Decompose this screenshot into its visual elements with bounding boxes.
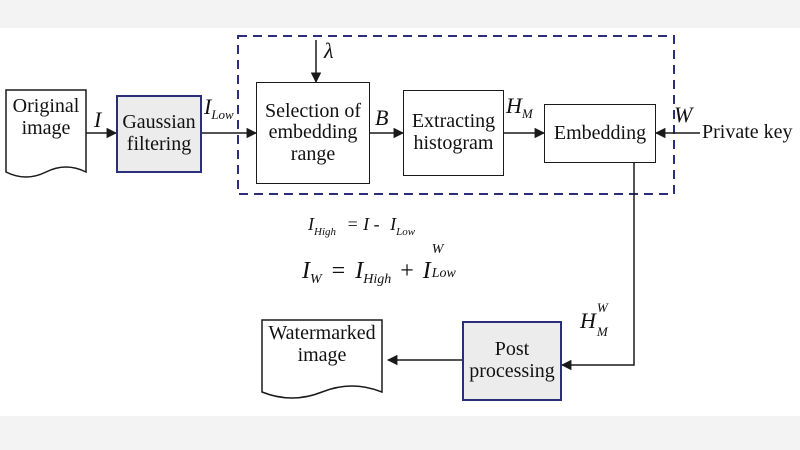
- label-H-M-sub: M: [521, 106, 533, 121]
- watermarked-image-doc-shape: [261, 319, 383, 399]
- label-H-M-W-base: H: [580, 308, 596, 333]
- label-H-M-base: H: [506, 93, 522, 118]
- eq2-plus: +: [400, 258, 414, 284]
- label-H-M-W-sup: W: [596, 300, 608, 315]
- eq2-lhs-base: I: [302, 258, 310, 284]
- label-I-low-sub: Low: [211, 107, 234, 122]
- label-lambda: λ: [324, 38, 334, 63]
- eq2-t1-base: I: [355, 258, 364, 284]
- eq1-rhs2-base: I: [390, 214, 397, 234]
- eq2-t2-sup: W: [431, 242, 444, 257]
- eq1-rhs2-sub: Low: [396, 226, 416, 238]
- watermarked-image-node: Watermarked image: [262, 322, 382, 366]
- eq1-rhs: = I -: [346, 214, 380, 234]
- extracting-histogram-label: Extracting histogram: [411, 110, 496, 154]
- watermarked-image-label: Watermarked image: [268, 322, 376, 366]
- gaussian-filtering-label: Gaussian filtering: [122, 111, 196, 155]
- eq2-lhs-sub: W: [310, 272, 322, 287]
- eq2-t2-sub: Low: [431, 266, 456, 281]
- extracting-histogram-box: Extracting histogram: [403, 90, 504, 176]
- post-processing-label: Post processing: [469, 338, 555, 382]
- label-I-low: ILow: [204, 94, 234, 123]
- eq2-t2-base: I: [422, 258, 431, 284]
- eq2-t1-sub: High: [363, 272, 392, 287]
- label-H-M: HM: [506, 93, 533, 122]
- arrow-embedding-to-post: [560, 163, 635, 371]
- label-I: I: [94, 107, 102, 132]
- embedding-box: Embedding: [544, 104, 656, 163]
- embedding-label: Embedding: [553, 121, 647, 144]
- equation-i-high: IHigh = I - ILow: [308, 214, 415, 238]
- label-H-M-W: H W M: [580, 300, 612, 339]
- private-key-label: Private key: [702, 121, 793, 143]
- label-I-low-base: I: [204, 94, 212, 119]
- diagram-background: [0, 28, 800, 416]
- equation-i-w: IW = IHigh + I W Low: [302, 242, 457, 288]
- processing-region-dashed: [237, 35, 675, 195]
- label-B: B: [375, 105, 389, 130]
- eq1-lhs-base: I: [308, 214, 314, 234]
- gaussian-filtering-box: Gaussian filtering: [116, 95, 202, 173]
- label-H-M-W-sub: M: [596, 324, 608, 339]
- selection-embedding-range-box: Selection of embedding range: [256, 82, 370, 184]
- eq2-equals: =: [331, 258, 346, 284]
- eq1-lhs-sub: High: [314, 226, 336, 238]
- original-image-label: Original image: [12, 95, 80, 139]
- post-processing-box: Post processing: [462, 321, 562, 401]
- label-W: W: [674, 102, 693, 127]
- original-image-node: Original image: [6, 95, 86, 139]
- selection-embedding-range-label: Selection of embedding range: [264, 99, 362, 165]
- original-image-doc-shape: [5, 89, 87, 178]
